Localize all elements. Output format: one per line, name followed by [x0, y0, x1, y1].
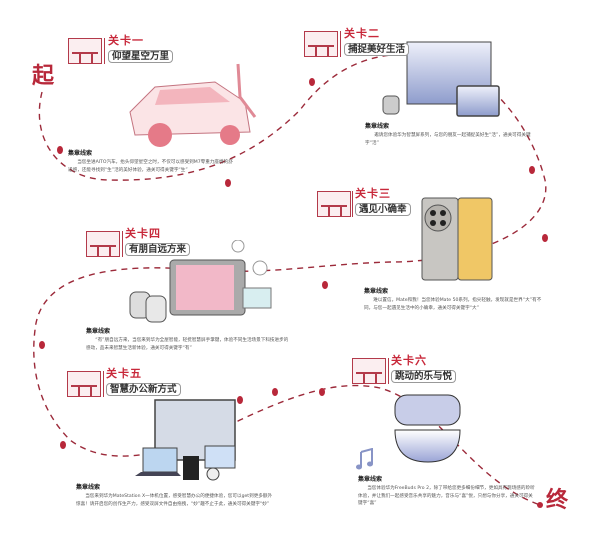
stage-stamp-icon — [68, 38, 102, 64]
clue-heading: 集章线索 — [86, 328, 111, 335]
footprint-icons — [39, 78, 548, 449]
clue-heading: 集章线索 — [365, 123, 390, 130]
stage-title: 关卡一 — [108, 34, 144, 47]
clue-text: 邀请您体验华为智慧屏系列，与您的朋友一起捕捉美好生“活”，通关可得关键字“活” — [365, 133, 531, 146]
stage-subtitle: 跳动的乐与悦 — [391, 370, 457, 383]
earbuds-case-illustration — [394, 394, 461, 463]
stage-stamp-icon — [317, 191, 351, 217]
stage-stamp-icon — [67, 371, 101, 397]
clue-text: 当您坐进AITO汽车，抬头仰望星空之时，不仅可以感受到M7零重力座椅的舒适感，还… — [68, 160, 233, 173]
stage-subtitle: 智慧办公新方式 — [106, 383, 181, 396]
clue-text: 当您来到华为MateStation X一体机位置，感受智慧办公的便捷体验，您可以… — [76, 494, 273, 507]
end-label: 终 — [546, 487, 569, 513]
smart-home-illustration — [129, 240, 272, 323]
music-note-icon — [356, 448, 373, 470]
stage-stamp-icon — [304, 31, 338, 57]
smart-screen-illustration — [382, 41, 500, 117]
stage-title: 关卡二 — [344, 27, 380, 40]
car-illustration — [129, 63, 257, 147]
stage-title: 关卡六 — [391, 354, 427, 367]
stage-title: 关卡三 — [355, 187, 391, 200]
stage-subtitle: 有朋自远方来 — [125, 243, 191, 256]
stage-title: 关卡五 — [106, 367, 142, 380]
start-label: 起 — [32, 63, 55, 89]
office-devices-illustration — [135, 399, 236, 481]
clue-heading: 集章线索 — [76, 484, 101, 491]
stage-stamp-icon — [86, 231, 120, 257]
clue-heading: 集章线索 — [358, 476, 383, 483]
stage-subtitle: 仰望星空万里 — [108, 50, 174, 63]
clue-text: 当您体验华为FreeBuds Pro 2，除了带给您更多细份细节，更如具有现场感… — [358, 486, 535, 506]
clue-text: 难以置信，Mate和我！当您体验Mate 50系列，指尖轻触，发现就是世界“大”… — [364, 298, 542, 311]
stage-subtitle: 遇见小确幸 — [355, 203, 411, 216]
stage-stamp-icon — [352, 358, 386, 384]
clue-text: “有”朋自远方来，当您来到华为全屋智能，轻抚智慧屏手掌键，体验不同生活场景下科技… — [86, 338, 289, 351]
stage-title: 关卡四 — [125, 227, 161, 240]
stage-subtitle: 捕捉美好生活 — [344, 43, 410, 56]
clue-heading: 集章线索 — [68, 150, 93, 157]
clue-heading: 集章线索 — [364, 288, 389, 295]
foldable-phone-illustration — [421, 197, 493, 281]
